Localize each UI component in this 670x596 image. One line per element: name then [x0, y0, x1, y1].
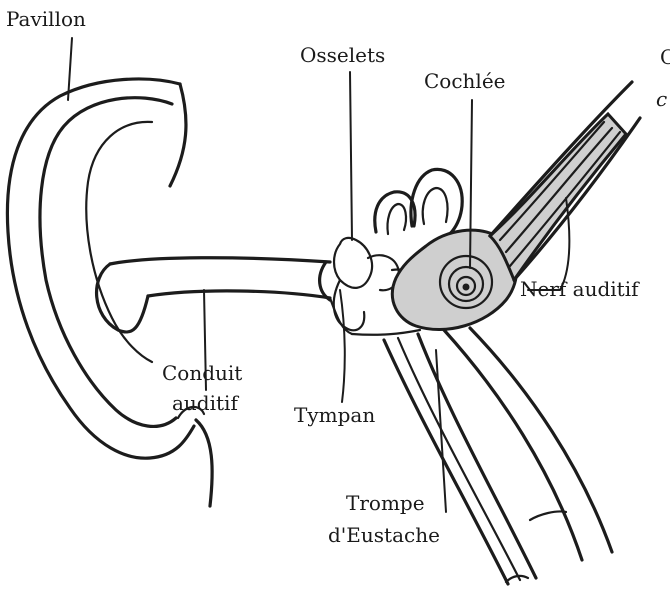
- label-conduit-line1: Conduit: [162, 361, 242, 385]
- label-osselets: Osselets: [300, 43, 385, 67]
- label-nerf-auditif: Nerf auditif: [520, 277, 640, 301]
- label-trompe-line2: d'Eustache: [328, 523, 440, 547]
- edge-fragment-1: C: [660, 45, 670, 69]
- auditory-nerve-drawing: [490, 82, 640, 280]
- label-conduit-line2: auditif: [172, 391, 239, 415]
- label-pavillon: Pavillon: [6, 7, 86, 31]
- label-trompe-line1: Trompe: [346, 491, 425, 515]
- label-tympan: Tympan: [294, 403, 375, 427]
- edge-fragment-2: c: [656, 87, 667, 111]
- label-cochlee: Cochlée: [424, 69, 506, 93]
